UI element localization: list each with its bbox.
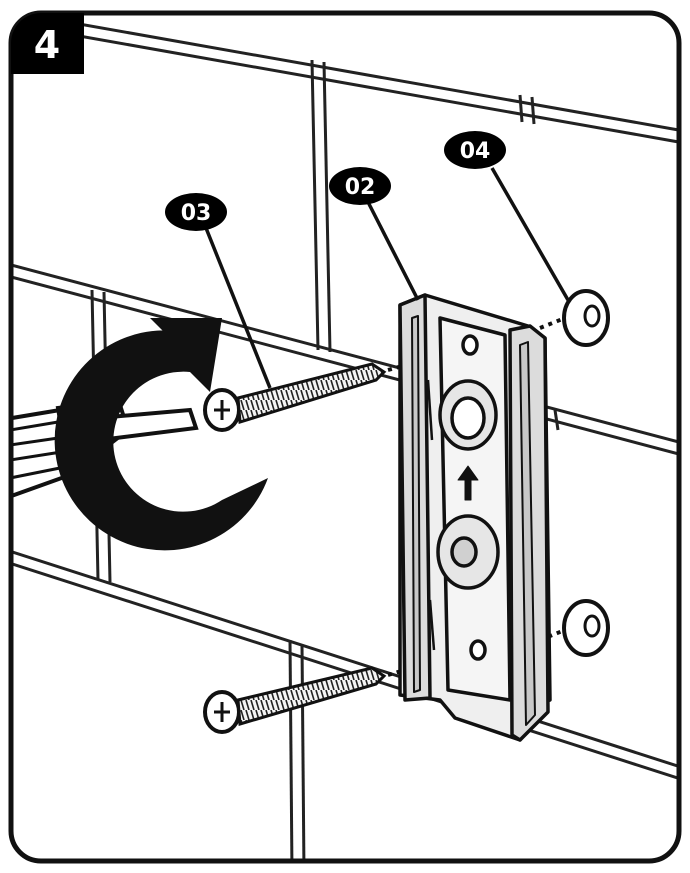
panel-border <box>8 10 682 864</box>
step-number: 4 <box>34 23 60 67</box>
callout-screw: 03 <box>165 193 227 231</box>
callout-washer: 04 <box>444 131 506 169</box>
washer-icon <box>562 289 610 347</box>
callout-bracket: 02 <box>329 167 391 205</box>
wall-bracket-icon <box>398 293 552 742</box>
washer-icon <box>562 599 610 657</box>
callout-leaders <box>204 167 570 389</box>
callout-label: 02 <box>345 175 376 200</box>
step-badge: 4 <box>11 13 84 74</box>
rotation-arrow-icon <box>54 318 268 551</box>
screw-icon <box>203 362 387 432</box>
screw-icon <box>203 666 387 734</box>
callout-label: 04 <box>460 139 491 164</box>
callout-label: 03 <box>181 201 212 226</box>
